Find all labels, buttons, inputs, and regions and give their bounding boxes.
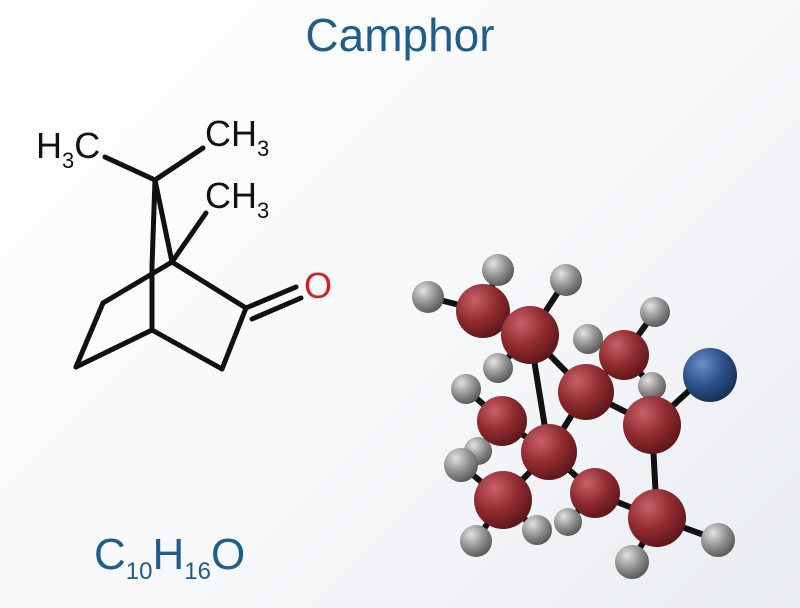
- methyl-label: H3C: [36, 125, 100, 173]
- carbon-atom: [501, 306, 559, 364]
- bond: [169, 259, 249, 311]
- bond: [149, 327, 225, 372]
- carbon-atom: [570, 468, 620, 518]
- bond: [100, 259, 175, 306]
- hydrogen-atom: [482, 254, 514, 286]
- hydrogen-atom: [444, 448, 478, 482]
- hydrogen-atom: [615, 545, 649, 579]
- bond: [152, 145, 206, 183]
- methyl-label: CH3: [205, 175, 269, 223]
- hydrogen-atom: [573, 324, 603, 354]
- double-bond: [243, 284, 299, 311]
- bond: [102, 154, 158, 183]
- hydrogen-atom: [412, 281, 444, 313]
- carbon-atom: [599, 330, 649, 380]
- ball-and-stick-model: [412, 254, 737, 579]
- hydrogen-atom: [550, 264, 582, 296]
- hydrogen-atom: [522, 515, 552, 545]
- hydrogen-atom: [451, 374, 481, 404]
- hydrogen-atom: [460, 525, 492, 557]
- bond: [73, 327, 155, 370]
- page-title: Camphor: [305, 9, 495, 61]
- carbon-atom: [474, 471, 532, 529]
- bond: [149, 177, 158, 269]
- hydrogen-atom: [640, 297, 670, 327]
- carbon-atom: [623, 396, 681, 454]
- bond: [73, 300, 106, 370]
- molecular-formula: C10H16O: [94, 530, 246, 585]
- carbon-atom: [521, 424, 577, 480]
- bond: [219, 305, 249, 372]
- hydrogen-atom: [701, 523, 735, 557]
- methyl-label: CH3: [205, 113, 269, 161]
- hydrogen-atom: [638, 372, 666, 400]
- hydrogen-atom: [483, 353, 513, 383]
- carbon-atom: [628, 489, 686, 547]
- carbon-atom: [558, 364, 614, 420]
- carbon-atom: [477, 396, 527, 446]
- double-bond: [249, 295, 304, 322]
- oxygen-label: O: [304, 265, 332, 306]
- bond: [169, 210, 209, 265]
- bond: [152, 177, 175, 265]
- skeletal-formula: [73, 145, 304, 372]
- oxygen-atom: [683, 348, 737, 402]
- hydrogen-atom: [554, 508, 582, 536]
- carbon-atom: [456, 284, 510, 338]
